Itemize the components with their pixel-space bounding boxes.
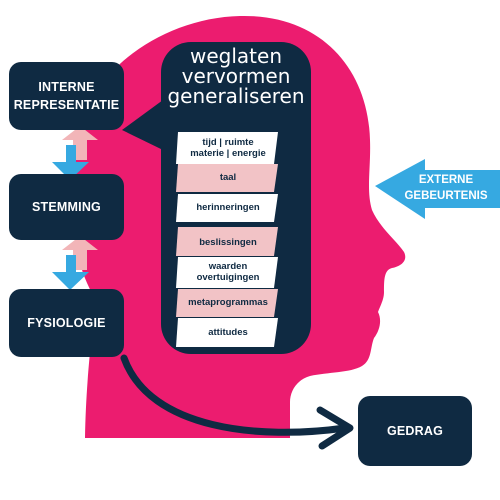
arrow-down-icon <box>52 255 89 290</box>
filter-layer-strip <box>176 318 278 347</box>
arrow-up-icon <box>62 236 98 270</box>
box-label: STEMMING <box>32 199 101 214</box>
layer-label: tijd | ruimte materie | energie <box>190 137 266 159</box>
layer-label: herinneringen <box>196 201 260 213</box>
layer-label: attitudes <box>208 326 248 338</box>
layer-label: beslissingen <box>199 236 257 248</box>
filter-layer-strip <box>176 289 278 317</box>
filter-title-line: generaliseren <box>167 84 305 108</box>
filter-layer-strip <box>176 132 278 164</box>
box-interne-representatie: INTERNE REPRESENTATIE <box>9 62 124 130</box>
filter-layer-strip <box>176 257 278 288</box>
arrow-head-icon <box>316 406 354 450</box>
filter-layers <box>176 132 278 347</box>
box-label: INTERNE REPRESENTATIE <box>13 79 120 112</box>
curved-arrow <box>120 354 349 436</box>
box-fysiologie: FYSIOLOGIE <box>9 289 124 357</box>
filter-layer-strip <box>176 164 278 192</box>
filter-pointer <box>122 100 163 150</box>
filter-title: weglaten vervormen generaliseren <box>166 46 306 106</box>
filter-title-line: weglaten <box>190 44 282 68</box>
layer-label: metaprogrammas <box>188 296 268 308</box>
arrow-left-icon <box>375 159 500 219</box>
arrow-up-icon <box>62 126 98 160</box>
external-event-label: EXTERNE GEBEURTENIS <box>404 174 488 202</box>
arrow-down-icon <box>52 145 89 180</box>
box-label: GEDRAG <box>386 423 444 438</box>
updown-arrows-bottom <box>52 236 98 290</box>
layer-label: taal <box>219 171 237 183</box>
box-label: FYSIOLOGIE <box>27 315 106 330</box>
box-gedrag: GEDRAG <box>358 396 472 466</box>
filter-title-line: vervormen <box>181 64 291 88</box>
updown-arrows-top <box>52 126 98 180</box>
layer-label: waarden overtuigingen <box>196 261 260 283</box>
box-stemming: STEMMING <box>9 174 124 240</box>
filter-layer-strip <box>176 227 278 256</box>
filter-layer-strip <box>176 194 278 222</box>
